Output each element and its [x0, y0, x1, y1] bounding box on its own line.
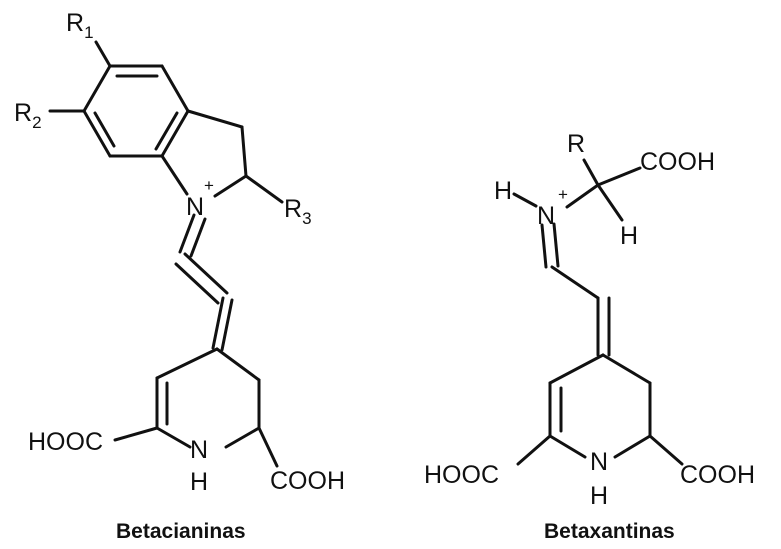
r3-label: R3	[284, 195, 312, 228]
r1-label: R1	[66, 9, 94, 42]
dihydropyridine-ring-left	[155, 347, 261, 449]
cooh-right-label: COOH	[270, 467, 345, 495]
hooc-left-label: HOOC	[28, 428, 103, 456]
positive-charge-label: +	[558, 185, 568, 204]
h-bottom-label: H	[620, 222, 638, 250]
nh-h-label: H	[590, 482, 608, 510]
nh-n-label: N	[190, 436, 208, 464]
r2-label: R2	[14, 99, 42, 132]
iminium-n-label: N	[537, 202, 555, 230]
bond-r1	[94, 40, 112, 68]
cooh-right-label: COOH	[680, 461, 755, 489]
indoline-ring	[160, 109, 248, 198]
nh-n-label: N	[590, 448, 608, 476]
positive-charge-label: +	[204, 176, 214, 195]
cooh-top-label: COOH	[640, 148, 715, 176]
h-top-label: H	[494, 177, 512, 205]
betacianinas-caption: Betacianinas	[116, 520, 246, 543]
hooc-left-label: HOOC	[424, 461, 499, 489]
betaxantinas-caption: Betaxantinas	[544, 520, 675, 543]
bond-r3	[244, 174, 284, 204]
iminium-n-label: N	[186, 193, 204, 221]
betaxanthin-structure: H N + R COOH H HOOC COOH N H Betaxantina…	[424, 130, 755, 543]
dihydropyridine-ring-right	[548, 353, 652, 459]
benzene-ring	[82, 64, 190, 158]
betacyanin-structure: R1 R2 R3 N + HOOC COOH N H Betacianinas	[14, 9, 345, 543]
r-label: R	[567, 130, 585, 158]
nh-h-label: H	[190, 468, 208, 496]
